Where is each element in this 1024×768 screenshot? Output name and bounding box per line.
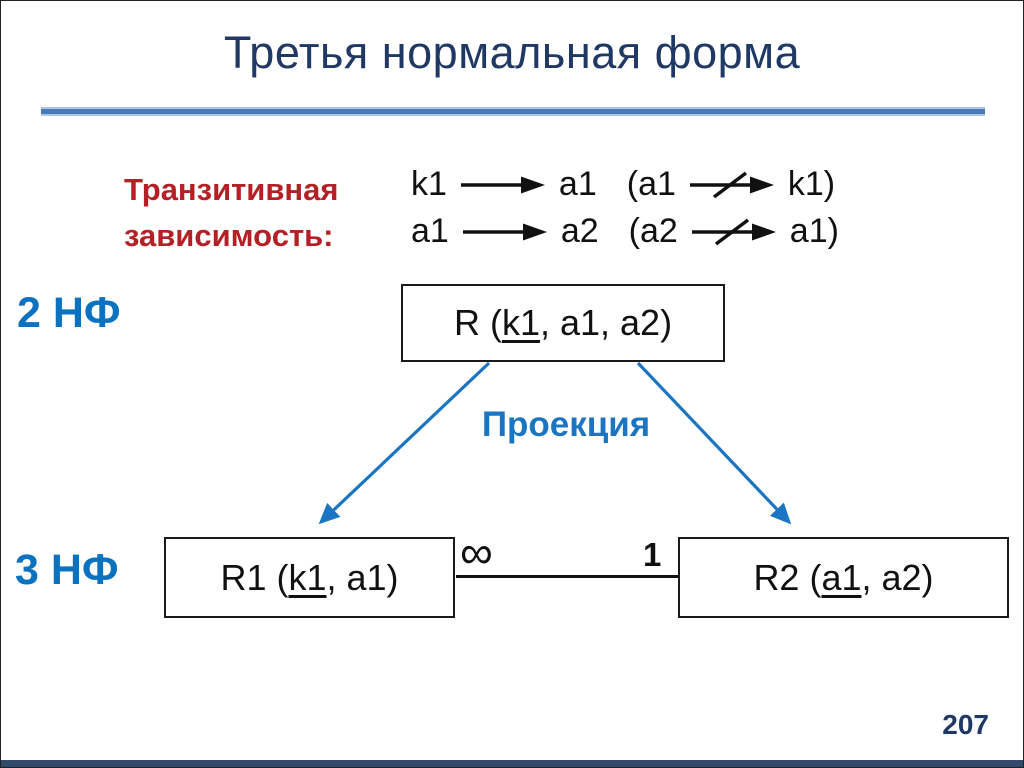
relationship-connector-line [456, 575, 678, 578]
dependent: a1 [558, 165, 597, 203]
relation-r1-key: k1 [288, 556, 327, 598]
transitive-dependency-label-line1: Транзитивная [124, 172, 339, 207]
relation-r1-post: , a1) [326, 556, 399, 598]
transitive-dependency-label-line2: зависимость: [124, 218, 334, 253]
dependent: a2 [560, 212, 599, 250]
bottom-bar [1, 760, 1023, 767]
relation-r-post: , a1, a2) [539, 302, 673, 343]
relation-r2-key: a1 [821, 556, 862, 598]
negated-right-arrow-icon [691, 218, 776, 245]
page-title: Третья нормальная форма [223, 27, 801, 78]
relation-box-r2: R2 (a1, a2) [678, 537, 1009, 618]
relation-r-key: k1 [501, 302, 540, 343]
negated-dependent: a1) [789, 212, 839, 250]
cardinality-many-label: ∞ [460, 526, 493, 578]
relation-box-r1: R1 (k1, a1) [164, 537, 455, 618]
relation-r2-post: , a2) [861, 556, 934, 598]
relation-r2-pre: R2 ( [753, 556, 822, 598]
dependency-row-2: a1 a2 (a2 a1) [411, 208, 839, 255]
negated-right-arrow-icon [689, 171, 774, 198]
determinant: a1 [411, 212, 449, 250]
negated-dependent: k1) [787, 165, 836, 203]
determinant: k1 [411, 165, 447, 203]
dependency-row-1: k1 a1 (a1 k1) [411, 161, 839, 208]
dependency-formulas: k1 a1 (a1 k1) a1 a2 (a2 [411, 161, 839, 255]
cardinality-one-label: 1 [643, 536, 662, 573]
relation-r-pre: R ( [453, 302, 502, 343]
nf3-label: 3 НФ [15, 546, 119, 594]
projection-label: Проекция [481, 405, 651, 444]
page-number: 207 [942, 709, 989, 740]
negated-determinant: (a1 [626, 165, 676, 203]
right-arrow-icon [460, 176, 545, 193]
relation-r1-pre: R1 ( [220, 556, 289, 598]
right-arrow-icon [462, 223, 547, 240]
nf2-label: 2 НФ [17, 289, 121, 337]
transitive-dependency-label: Транзитивная зависимость: [124, 167, 338, 259]
relation-box-r: R (k1, a1, a2) [401, 284, 725, 362]
title-underline-rule [41, 107, 985, 116]
negated-determinant: (a2 [628, 212, 678, 250]
